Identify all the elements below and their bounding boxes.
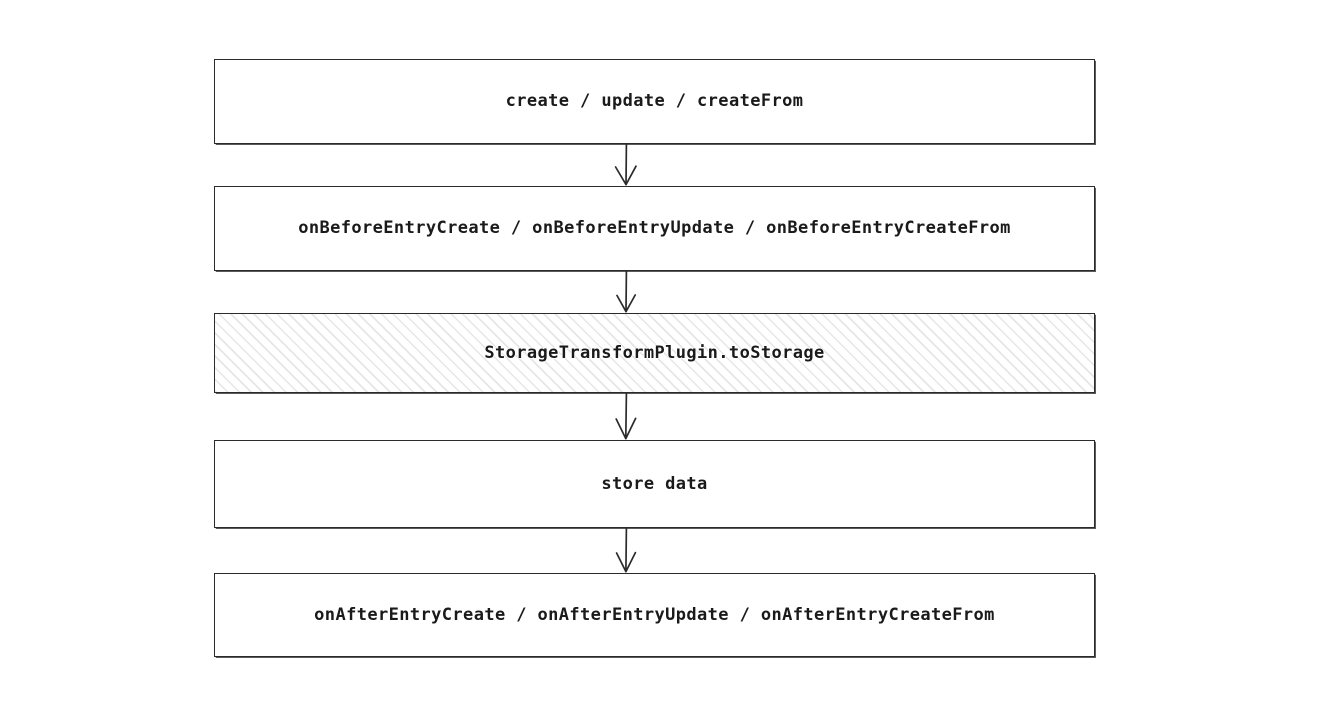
flow-node-before-entry-lifecycle-events: onBeforeEntryCreate / onBeforeEntryUpdat… bbox=[214, 186, 1095, 271]
connector-store-data-to-after-entry-lifecycle-events bbox=[612, 527, 652, 573]
flow-node-label: store data bbox=[601, 473, 708, 494]
connector-before-entry-lifecycle-events-to-storage-transform-plugin-to-storage bbox=[612, 270, 652, 313]
flow-node-label: create / update / createFrom bbox=[505, 91, 804, 111]
flow-node-label: onAfterEntryCreate / onAfterEntryUpdate … bbox=[314, 604, 995, 625]
flow-node-label: onBeforeEntryCreate / onBeforeEntryUpdat… bbox=[298, 218, 1011, 238]
flow-node-store-data: store data bbox=[214, 440, 1095, 528]
flow-node-after-entry-lifecycle-events: onAfterEntryCreate / onAfterEntryUpdate … bbox=[214, 573, 1095, 657]
flow-node-label: StorageTransformPlugin.toStorage bbox=[484, 342, 825, 363]
connector-entry-operations-to-before-entry-lifecycle-events bbox=[612, 143, 652, 186]
flow-node-entry-operations: create / update / createFrom bbox=[214, 59, 1095, 144]
connector-storage-transform-plugin-to-storage-to-store-data bbox=[612, 392, 652, 440]
flow-node-storage-transform-plugin-to-storage: StorageTransformPlugin.toStorage bbox=[214, 313, 1095, 393]
